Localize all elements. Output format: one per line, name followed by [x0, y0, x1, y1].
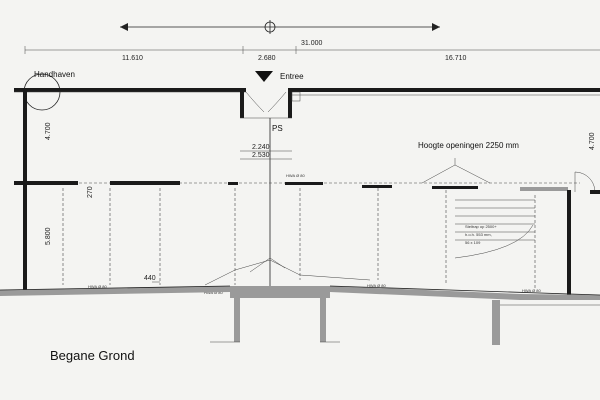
dim-height-right: 4.700 [589, 132, 596, 150]
stair-text-3: 56 x 109 [465, 240, 481, 245]
center-funnel [204, 257, 371, 286]
label-entree: Entree [280, 72, 304, 81]
middle-beam: HWA Ø 80 [14, 173, 580, 191]
right-door [567, 171, 600, 295]
label-handhaven: Handhaven [34, 70, 75, 79]
vent-label-4: HWA Ø 80 [367, 283, 387, 288]
foundation-recess [210, 286, 600, 345]
stair-text-1: Steltrap op 2500+ [465, 224, 497, 229]
entrance-dims: 2.240 2.530 [240, 144, 292, 160]
vent-label-1: HWA Ø 80 [286, 173, 306, 178]
dim-270: 270 [87, 186, 94, 198]
stair-text-2: h.o.h. 553 mm, [465, 232, 492, 237]
stair: Steltrap op 2500+ h.o.h. 553 mm, 56 x 10… [454, 199, 535, 259]
vent-label-3: HWA Ø 80 [204, 290, 224, 295]
dim-entry-2: 2.530 [252, 152, 270, 159]
dim-right: 16.710 [445, 55, 467, 62]
vent-label-5: HWA Ø 80 [522, 288, 542, 293]
dim-left: 11.610 [122, 55, 143, 62]
dim-height-upper: 4.700 [45, 122, 52, 140]
column-lines [62, 188, 536, 290]
entrance-marker: Entree [255, 71, 304, 82]
dim-total: 31.000 [301, 40, 323, 47]
left-wall [23, 88, 27, 293]
vent-label-2: HWA Ø 80 [88, 284, 108, 289]
total-dimension: 31.000 [120, 20, 440, 47]
dim-height-lower: 5.800 [45, 227, 52, 245]
dim-440-group: 440 [144, 275, 160, 283]
top-wall [14, 88, 600, 96]
entrance-vestibule: PS [240, 88, 301, 290]
dim-middle: 2.680 [258, 55, 276, 62]
floor-title: Begane Grond [50, 348, 135, 363]
label-hoogte: Hoogte openingen 2250 mm [418, 141, 519, 150]
segment-dimensions: 11.610 2.680 16.710 [24, 46, 600, 62]
bottom-wall [0, 285, 600, 300]
label-ps: PS [272, 124, 283, 133]
opening-height-note: Hoogte openingen 2250 mm [418, 141, 519, 184]
dim-440: 440 [144, 275, 156, 282]
dim-entry-1: 2.240 [252, 144, 270, 151]
